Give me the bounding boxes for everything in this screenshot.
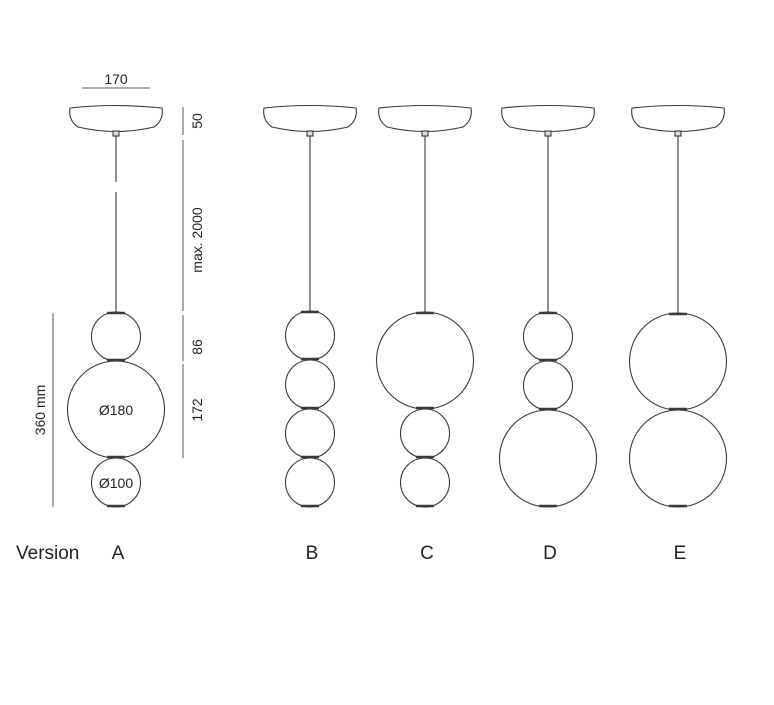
version-label-e: E (674, 543, 687, 564)
canopy (263, 104, 357, 132)
lamp-version-c (375, 104, 475, 508)
lamp-version-b (263, 104, 357, 508)
lamp-version-d (498, 104, 598, 508)
glass-ball (284, 457, 336, 508)
lamp-version-a (66, 104, 166, 508)
version-heading: Version (16, 543, 79, 564)
canopy-width-label: 170 (104, 71, 128, 87)
lamp-versions (66, 104, 728, 508)
glass-ball (375, 311, 475, 410)
total-height-label: 360 mm (32, 385, 48, 436)
cable-length-label: max. 2000 (189, 207, 205, 273)
glass-ball (284, 359, 336, 410)
lamp-version-e (628, 104, 728, 508)
glass-ball (628, 409, 728, 508)
canopy (501, 104, 595, 132)
glass-ball (399, 457, 451, 508)
glass-ball (628, 312, 728, 411)
canopy (378, 104, 472, 132)
version-label-b: B (306, 543, 319, 564)
large-ball-diameter-label: Ø180 (99, 402, 133, 418)
dimension-annotations (52, 87, 184, 507)
canopy (69, 104, 163, 132)
version-label-c: C (420, 543, 434, 564)
version-labels: A B C D E (112, 543, 687, 564)
glass-ball (284, 408, 336, 459)
canopy-connector (544, 130, 552, 137)
canopy-connector (674, 130, 682, 137)
small-ball-diameter-label: Ø100 (99, 475, 133, 491)
glass-ball (90, 311, 142, 362)
canopy (631, 104, 725, 132)
small-ball-height-label: 86 (189, 339, 205, 355)
version-label-d: D (543, 543, 557, 564)
canopy-height-label: 50 (189, 113, 205, 129)
canopy-connector (306, 130, 314, 137)
canopy-connector (112, 130, 120, 137)
glass-ball (399, 408, 451, 459)
glass-ball (522, 360, 574, 411)
version-label-a: A (112, 543, 125, 564)
canopy-connector (421, 130, 429, 137)
large-ball-height-label: 172 (189, 398, 205, 422)
glass-ball (522, 311, 574, 362)
glass-ball (284, 310, 336, 361)
glass-ball (498, 409, 598, 508)
